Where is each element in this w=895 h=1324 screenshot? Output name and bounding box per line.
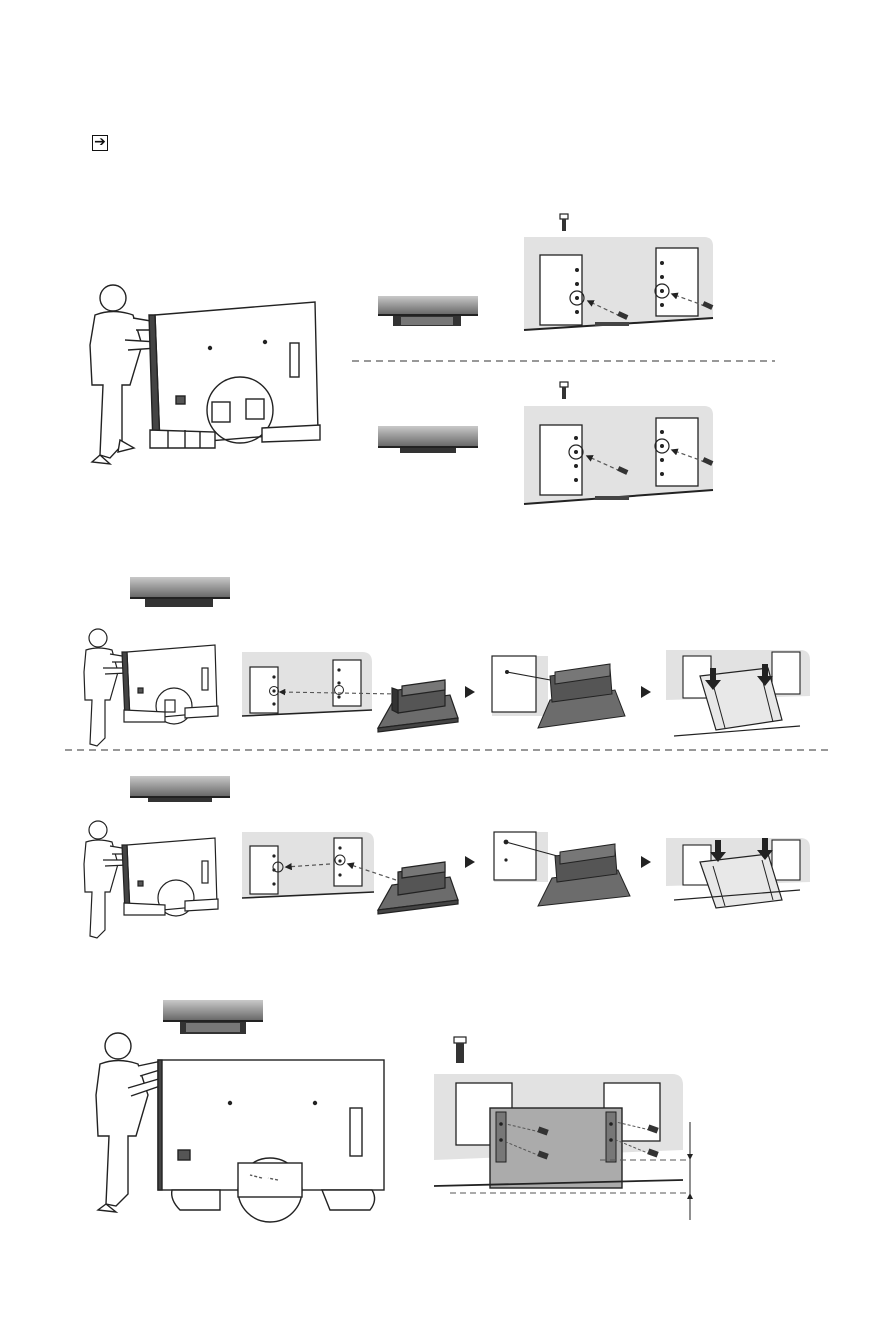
tv-rear-icon <box>122 645 218 724</box>
tv-rear-icon <box>149 302 320 448</box>
detail-panel <box>666 838 810 908</box>
detail-panel <box>242 652 398 716</box>
detail-panel <box>524 406 713 504</box>
tv-rear-icon <box>158 1060 384 1222</box>
detail-panel <box>524 237 713 330</box>
detail-panel <box>494 832 630 906</box>
step-arrow-icon <box>465 856 475 868</box>
person-icon <box>84 821 128 938</box>
tv-side-profile-icon <box>130 577 230 607</box>
screw-icon <box>560 214 568 231</box>
person-icon <box>84 629 128 746</box>
tv-side-profile-icon <box>163 1000 263 1034</box>
step-arrow-icon <box>465 686 475 698</box>
person-icon <box>96 1033 163 1212</box>
step-arrow-icon <box>641 686 651 698</box>
detail-panel <box>434 1074 693 1220</box>
step-arrow-icon <box>641 856 651 868</box>
detail-panel <box>492 656 625 728</box>
detail-panel <box>666 650 810 736</box>
person-icon <box>90 285 158 464</box>
stand-bracket-icon <box>378 680 458 732</box>
tv-side-profile-icon <box>378 426 478 453</box>
screw-icon <box>454 1037 466 1063</box>
tv-side-profile-icon <box>130 776 230 802</box>
tv-rear-icon <box>122 838 218 916</box>
tv-side-profile-icon <box>378 296 478 326</box>
detail-panel <box>242 832 396 898</box>
screw-icon <box>560 382 568 399</box>
stand-bracket-icon <box>378 862 458 914</box>
